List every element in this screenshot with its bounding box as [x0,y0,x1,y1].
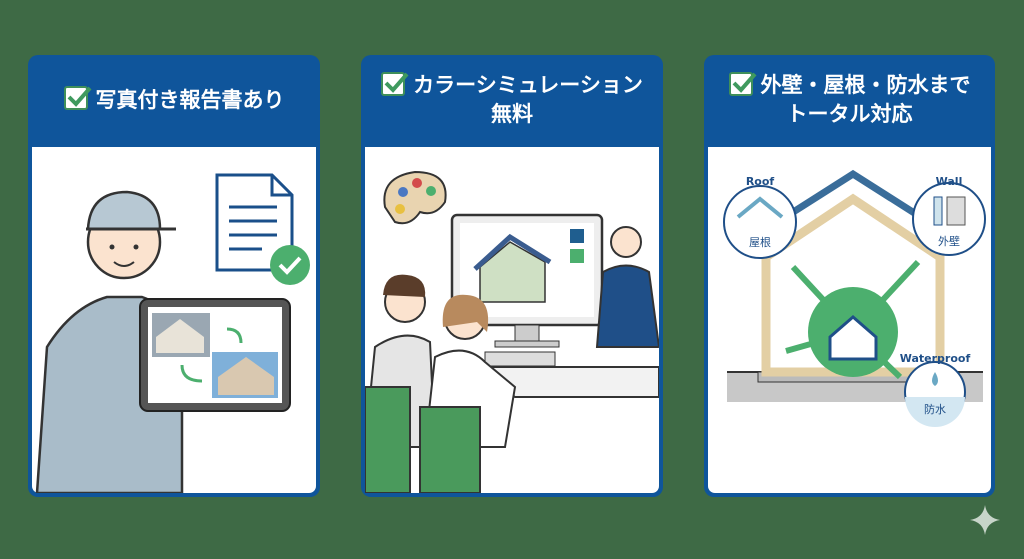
tablet [139,298,291,412]
card-title-line1: カラーシミュレーション [413,73,643,97]
worker-tablet-illustration [35,173,310,495]
checkbox-icon [63,86,92,110]
card-header: 外壁・屋根・防水まで トータル対応 [704,55,995,145]
card-header: カラーシミュレーション 無料 [361,55,663,145]
desk-and-customers [363,274,660,494]
card-title-line1: 外壁・屋根・防水まで [760,73,971,97]
roof-label: Roof [746,175,775,188]
card-illustration: Roof 屋根 Wall 外壁 Waterproof 防水 [708,147,991,493]
sparkle-icon [970,505,1000,535]
roof-badge: Roof 屋根 [723,175,797,259]
card-illustration [32,147,316,495]
card-illustration [363,147,661,494]
wall-badge: Wall 外壁 [912,175,986,256]
roof-jp-label: 屋根 [749,235,771,249]
presenter [595,226,661,348]
document-icon [215,173,310,285]
card-color-simulation: カラーシミュレーション 無料 [361,55,663,497]
color-simulation-illustration [363,170,661,494]
waterproof-jp-label: 防水 [924,402,946,416]
card-photo-report: 写真付き報告書あり [28,55,320,497]
palette-icon [383,170,447,225]
house-icon [828,315,878,361]
checkbox-icon [381,72,409,96]
waterproof-badge: Waterproof 防水 [900,352,971,427]
wall-label: Wall [936,175,963,188]
checkbox-icon [728,72,757,96]
house-diagram: Roof 屋根 Wall 外壁 Waterproof 防水 [723,169,986,427]
wall-jp-label: 外壁 [938,234,960,248]
card-title-line2: トータル対応 [786,102,913,126]
card-title: 写真付き報告書あり [95,87,285,112]
monitor [450,213,604,348]
waterproof-label: Waterproof [900,352,971,365]
card-total-service: 外壁・屋根・防水まで トータル対応 Roof 屋根 [704,55,995,497]
card-header: 写真付き報告書あり [28,55,320,145]
card-title-line2: 無料 [491,102,533,126]
